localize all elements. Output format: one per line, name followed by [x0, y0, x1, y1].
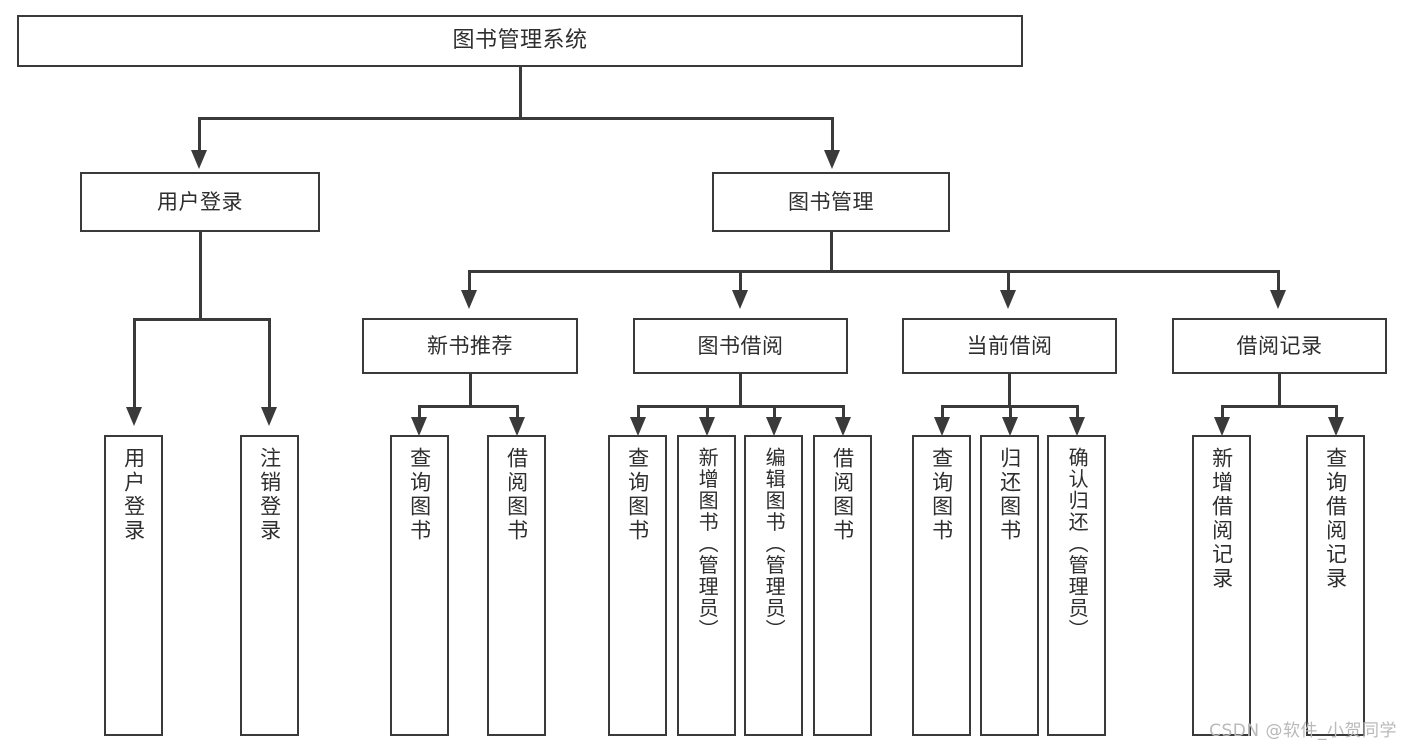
connector-borrow-drop-1 — [637, 405, 640, 419]
connector-books-stem — [830, 232, 833, 272]
connector-root-drop-1 — [198, 117, 201, 153]
leaf-user-login[interactable]: 用户登录 — [104, 435, 163, 736]
connector-login-stem — [199, 232, 202, 320]
connector-record-bus — [1221, 405, 1338, 408]
connector-record-drop-2 — [1335, 405, 1338, 419]
node-book-borrow[interactable]: 图书借阅 — [633, 318, 848, 374]
connector-books-drop-4 — [1277, 270, 1280, 292]
arrowhead-icon — [261, 407, 277, 426]
node-new-book-recommend[interactable]: 新书推荐 — [362, 318, 578, 374]
arrowhead-icon — [835, 417, 851, 436]
arrowhead-icon — [732, 290, 748, 309]
arrowhead-icon — [934, 417, 950, 436]
leaf-query-borrow-record[interactable]: 查询借阅记录 — [1306, 435, 1365, 736]
connector-recommend-drop-2 — [516, 405, 519, 419]
arrowhead-icon — [461, 290, 477, 309]
arrowhead-icon — [824, 150, 840, 169]
connector-books-bus — [468, 270, 1280, 273]
connector-books-drop-2 — [739, 270, 742, 292]
arrowhead-icon — [1270, 290, 1286, 309]
connector-root-stem — [519, 67, 522, 119]
node-user-login[interactable]: 用户登录 — [80, 172, 320, 232]
connector-borrow-drop-2 — [706, 405, 709, 419]
node-label: 归还图书 — [997, 447, 1022, 543]
node-label: 确认归还（管理员） — [1065, 447, 1090, 641]
node-label: 借阅图书 — [504, 447, 529, 543]
arrowhead-icon — [1328, 417, 1344, 436]
arrowhead-icon — [191, 150, 207, 169]
connector-books-drop-3 — [1007, 270, 1010, 292]
connector-recommend-bus — [418, 405, 519, 408]
node-label: 编辑图书（管理员） — [762, 447, 787, 641]
connector-root-bus — [198, 117, 833, 120]
connector-borrow-drop-3 — [773, 405, 776, 419]
arrowhead-icon — [126, 407, 142, 426]
node-label: 图书管理 — [788, 189, 874, 214]
arrowhead-icon — [1069, 417, 1085, 436]
watermark: CSDN @软件_小贺同学 — [1209, 721, 1397, 741]
node-label: 注销登录 — [257, 447, 282, 543]
arrowhead-icon — [411, 417, 427, 436]
leaf-query-books-borrow[interactable]: 查询图书 — [608, 435, 667, 736]
leaf-add-borrow-record[interactable]: 新增借阅记录 — [1192, 435, 1251, 736]
node-book-management[interactable]: 图书管理 — [712, 172, 950, 232]
node-label: 用户登录 — [121, 447, 146, 543]
connector-login-drop-2 — [268, 318, 271, 410]
node-label: 当前借阅 — [966, 333, 1053, 358]
node-root-system[interactable]: 图书管理系统 — [17, 15, 1023, 67]
leaf-add-book-admin[interactable]: 新增图书（管理员） — [677, 435, 736, 736]
node-label: 新增借阅记录 — [1209, 447, 1234, 591]
arrowhead-icon — [1002, 417, 1018, 436]
connector-books-drop-1 — [468, 270, 471, 292]
connector-borrow-bus — [637, 405, 845, 408]
leaf-confirm-return-admin[interactable]: 确认归还（管理员） — [1047, 435, 1106, 736]
connector-recommend-drop-1 — [418, 405, 421, 419]
leaf-query-books-current[interactable]: 查询图书 — [912, 435, 971, 736]
connector-current-stem — [1008, 374, 1011, 407]
node-label: 查询图书 — [407, 447, 432, 543]
node-label: 图书管理系统 — [452, 28, 588, 54]
connector-recommend-stem — [469, 374, 472, 407]
leaf-edit-book-admin[interactable]: 编辑图书（管理员） — [744, 435, 803, 736]
leaf-query-books-recommend[interactable]: 查询图书 — [390, 435, 449, 736]
leaf-borrow-books-borrow[interactable]: 借阅图书 — [813, 435, 872, 736]
node-label: 用户登录 — [157, 189, 243, 214]
arrowhead-icon — [699, 417, 715, 436]
arrowhead-icon — [766, 417, 782, 436]
leaf-logout[interactable]: 注销登录 — [240, 435, 299, 736]
leaf-return-books[interactable]: 归还图书 — [980, 435, 1039, 736]
node-current-borrow[interactable]: 当前借阅 — [902, 318, 1117, 374]
connector-root-drop-2 — [831, 117, 834, 153]
node-label: 查询借阅记录 — [1323, 447, 1348, 591]
node-label: 图书借阅 — [697, 333, 784, 358]
connector-current-drop-2 — [1009, 405, 1012, 419]
leaf-borrow-books-recommend[interactable]: 借阅图书 — [487, 435, 546, 736]
connector-record-stem — [1278, 374, 1281, 407]
node-label: 借阅记录 — [1236, 333, 1323, 358]
connector-current-drop-1 — [941, 405, 944, 419]
connector-current-drop-3 — [1076, 405, 1079, 419]
node-label: 查询图书 — [625, 447, 650, 543]
arrowhead-icon — [509, 417, 525, 436]
arrowhead-icon — [1000, 290, 1016, 309]
node-label: 新书推荐 — [427, 333, 513, 358]
connector-record-drop-1 — [1221, 405, 1224, 419]
connector-borrow-stem — [739, 374, 742, 407]
connector-login-drop-1 — [133, 318, 136, 410]
arrowhead-icon — [1214, 417, 1230, 436]
node-borrow-record[interactable]: 借阅记录 — [1172, 318, 1387, 374]
node-label: 新增图书（管理员） — [695, 447, 720, 641]
node-label: 借阅图书 — [830, 447, 855, 543]
node-label: 查询图书 — [929, 447, 954, 543]
connector-borrow-drop-4 — [842, 405, 845, 419]
arrowhead-icon — [630, 417, 646, 436]
connector-login-bus — [133, 318, 268, 321]
